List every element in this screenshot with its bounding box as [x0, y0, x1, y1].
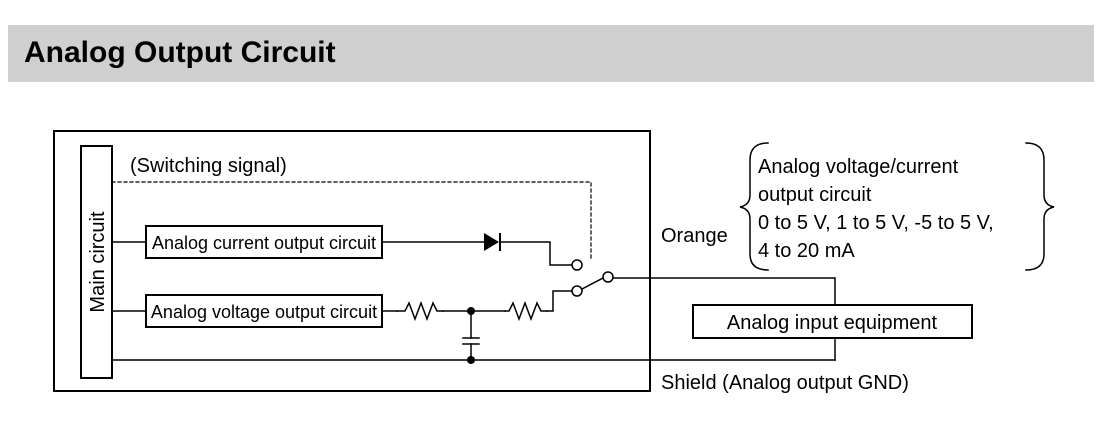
main-circuit-box [80, 145, 113, 379]
output-note-line-1: Analog voltage/current [758, 156, 959, 178]
wire-diode-to-contact [499, 241, 573, 266]
current-output-circuit-label: Analog current output circuit [152, 233, 376, 253]
diode-symbol [484, 233, 499, 251]
output-note-brace-left [739, 142, 769, 271]
section-title-bar: Analog Output Circuit [8, 25, 1094, 82]
switch-contact-common [602, 271, 614, 283]
switching-signal-line [111, 181, 592, 259]
junction-dot-voltage [467, 307, 475, 315]
main-circuit-label: Main circuit [87, 211, 109, 313]
section-title: Analog Output Circuit [24, 36, 336, 69]
output-note-line-4: 4 to 20 mA [758, 240, 855, 262]
resistor-2 [504, 300, 548, 322]
switch-blade [580, 276, 605, 291]
analog-input-equipment-box [692, 304, 973, 339]
wire-resistor2-to-contact [546, 290, 573, 312]
switch-contact-voltage [571, 285, 583, 297]
switching-signal-label: (Switching signal) [130, 155, 287, 177]
analog-input-equipment-label: Analog input equipment [727, 312, 938, 334]
switch-contact-current [571, 259, 583, 271]
junction-dot-ground [467, 356, 475, 364]
shield-label: Shield (Analog output GND) [661, 372, 909, 394]
voltage-output-circuit-label: Analog voltage output circuit [151, 302, 377, 322]
device-enclosure [53, 130, 651, 392]
output-note-line-3: 0 to 5 V, 1 to 5 V, -5 to 5 V, [758, 212, 994, 234]
wire-switch-to-equipment [612, 277, 836, 306]
resistor-1 [396, 300, 444, 322]
output-note-brace-right [1025, 142, 1055, 271]
output-note-line-2: output circuit [758, 184, 872, 206]
orange-wire-label: Orange [661, 225, 728, 247]
